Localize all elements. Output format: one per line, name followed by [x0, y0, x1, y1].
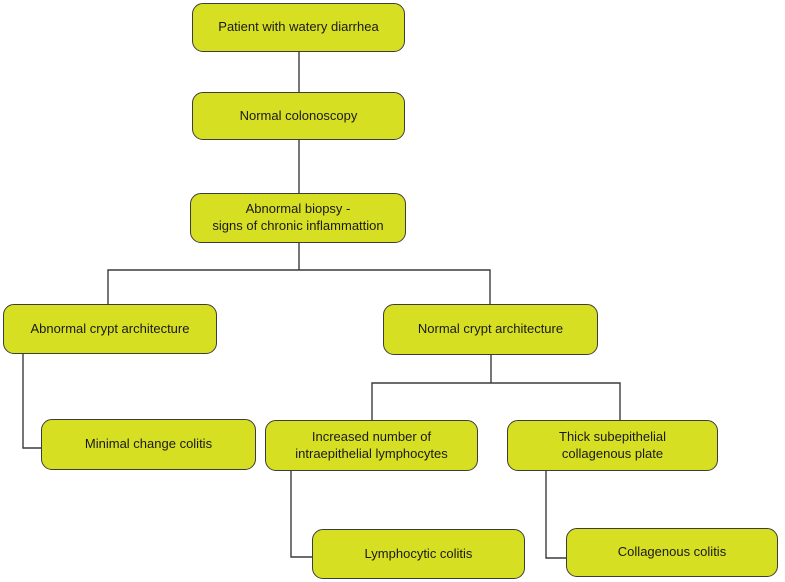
node-normal-colonoscopy: Normal colonoscopy [192, 92, 405, 140]
node-label: Minimal change colitis [84, 436, 213, 452]
node-patient-watery-diarrhea: Patient with watery diarrhea [192, 3, 405, 52]
node-label: Abnormal crypt architecture [30, 320, 190, 336]
node-thick-subepithelial-collagenous-plate: Thick subepithelial collagenous plate [507, 420, 718, 471]
node-collagenous-colitis: Collagenous colitis [566, 528, 778, 577]
node-increased-intraepithelial-lymphocytes: Increased number of intraepithelial lymp… [265, 420, 478, 471]
node-minimal-change-colitis: Minimal change colitis [41, 419, 256, 470]
node-abnormal-crypt-architecture: Abnormal crypt architecture [3, 304, 217, 354]
node-abnormal-biopsy: Abnormal biopsy - signs of chronic infla… [190, 193, 406, 243]
node-lymphocytic-colitis: Lymphocytic colitis [312, 529, 525, 579]
node-label: Normal crypt architecture [417, 321, 564, 337]
node-label: Abnormal biopsy - signs of chronic infla… [212, 201, 384, 233]
node-label: Patient with watery diarrhea [218, 19, 379, 35]
node-label: Increased number of intraepithelial lymp… [295, 428, 448, 461]
node-label: Lymphocytic colitis [364, 545, 473, 561]
node-normal-crypt-architecture: Normal crypt architecture [383, 304, 598, 355]
node-label: Normal colonoscopy [239, 107, 358, 123]
node-label: Thick subepithelial collagenous plate [559, 428, 666, 461]
node-label: Collagenous colitis [617, 544, 727, 560]
